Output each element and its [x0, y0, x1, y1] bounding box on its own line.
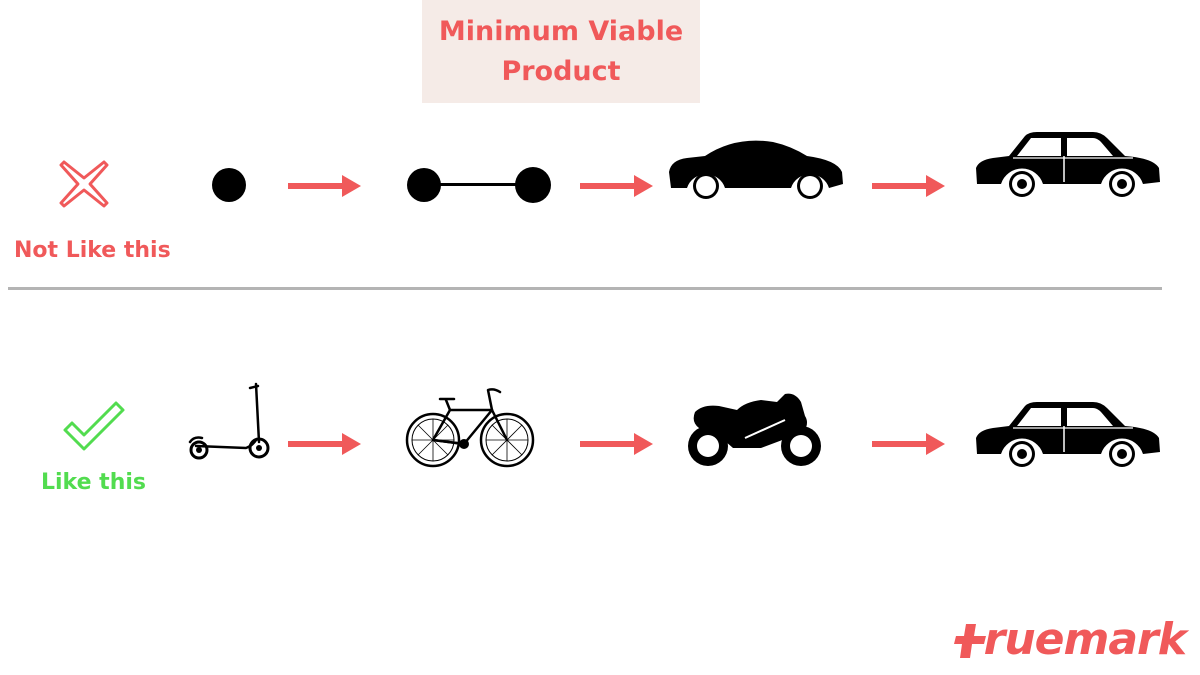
title-line-1: Minimum Viable: [438, 15, 684, 47]
arrow-icon: [872, 433, 945, 455]
dot-icon: [212, 168, 246, 202]
car-body-icon: [669, 140, 843, 199]
cross-icon: [59, 160, 109, 208]
bicycle-icon: [405, 388, 535, 468]
logo-text: ruemark: [983, 614, 1187, 665]
scooter-icon: [188, 382, 270, 460]
arrow-icon: [872, 175, 945, 197]
truemark-logo: ruemark: [953, 614, 1187, 665]
car-icon: [976, 132, 1160, 197]
arrow-icon: [580, 433, 653, 455]
title-line-2: Product: [501, 55, 621, 87]
mvp-title-box: Minimum Viable Product: [422, 0, 700, 103]
check-icon: [63, 401, 125, 451]
car-icon: [976, 402, 1160, 467]
arrow-icon: [580, 175, 653, 197]
like-this-label: Like this: [41, 470, 146, 495]
row-divider: [8, 287, 1162, 290]
arrow-icon: [288, 433, 361, 455]
arrow-icon: [288, 175, 361, 197]
dumbbell-icon: [407, 167, 551, 203]
motorcycle-icon: [688, 393, 821, 466]
not-like-this-label: Not Like this: [14, 238, 171, 263]
logo-t-plus-icon: [953, 623, 986, 658]
